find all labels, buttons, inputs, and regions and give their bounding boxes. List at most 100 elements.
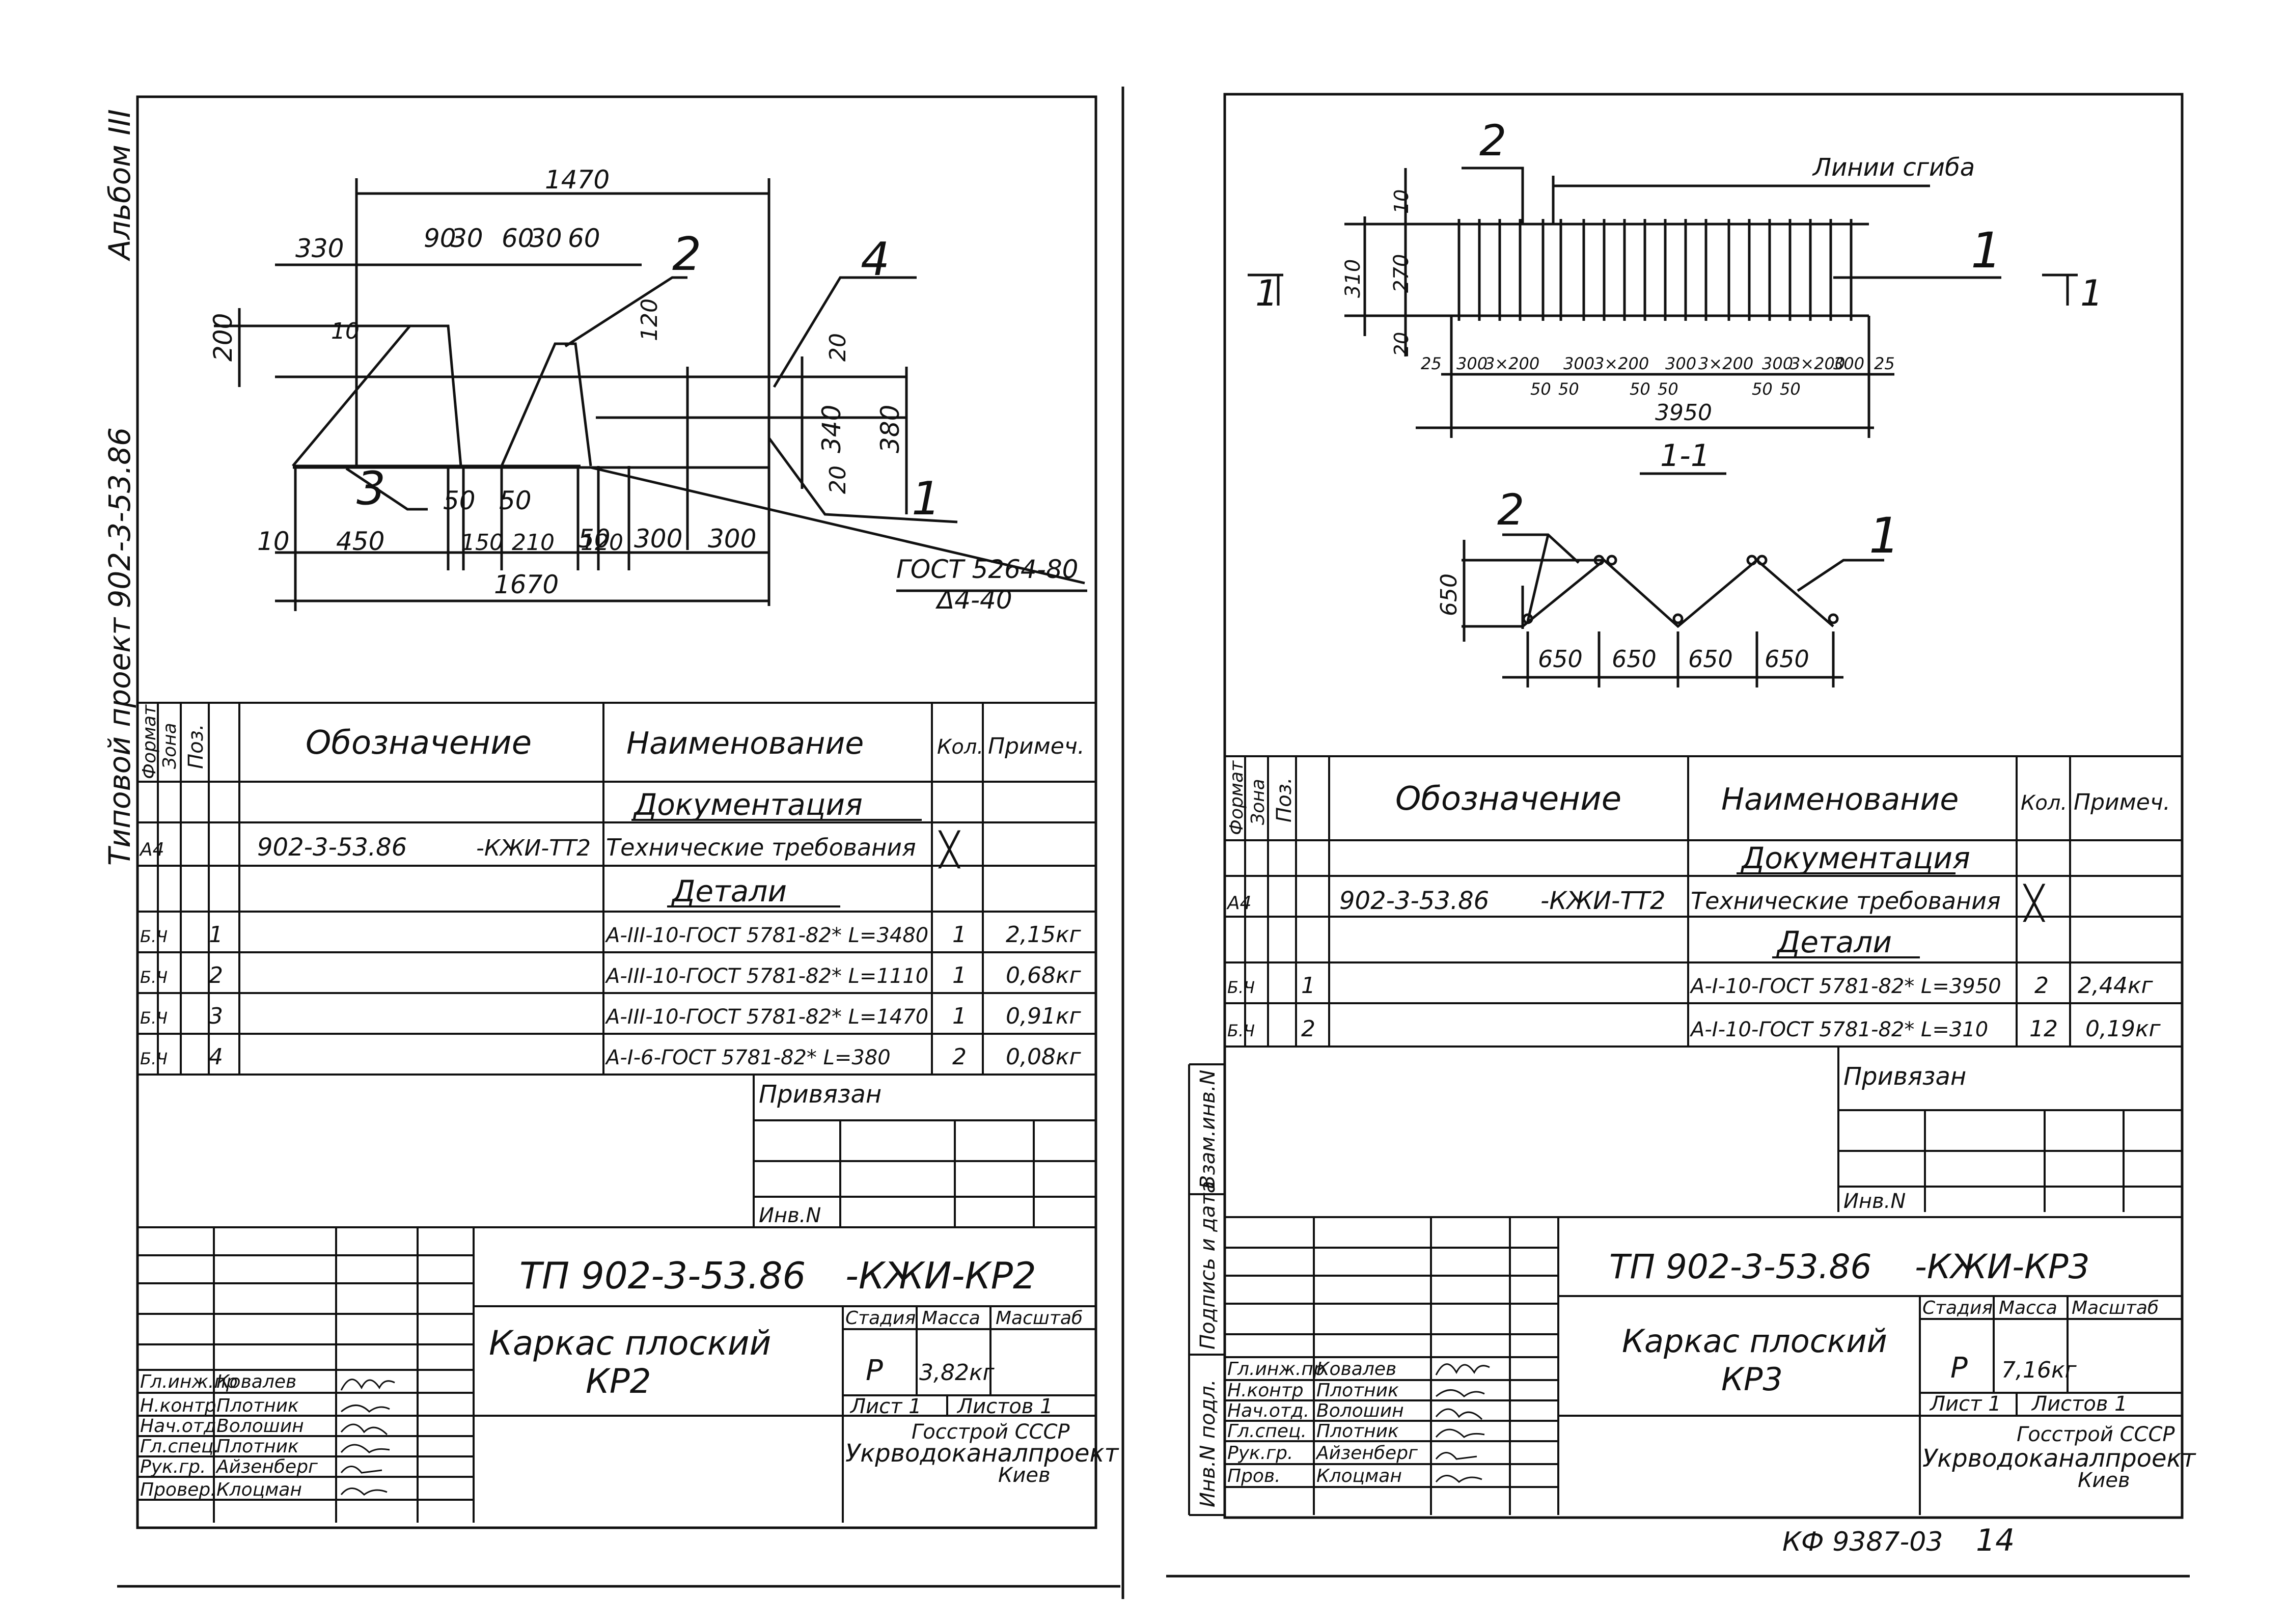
kr3-name-6: Клоцман bbox=[1316, 1466, 1402, 1487]
row4-note: 0,08кг bbox=[1006, 1044, 1082, 1070]
side-text-album: Альбом III bbox=[102, 109, 137, 262]
r-hdr-qty: Кол. bbox=[2021, 791, 2067, 815]
kr3-code-suffix: -КЖИ-КР3 bbox=[1915, 1247, 2090, 1286]
kr3-code: ТП 902-3-53.86 bbox=[1609, 1247, 1871, 1286]
kr3-sheets: Листов 1 bbox=[2031, 1392, 2128, 1416]
kr3-mass-label: Масса bbox=[1999, 1298, 2057, 1318]
kr2-org-3: Киев bbox=[998, 1464, 1051, 1487]
dim-10-top: 10 bbox=[331, 318, 360, 344]
doc-designation: 902-3-53.86 bbox=[257, 833, 407, 862]
side-label-strip bbox=[1188, 1063, 1225, 1516]
kr3-role-3: Нач.отд. bbox=[1227, 1400, 1309, 1421]
dim-300b: 300 bbox=[708, 524, 756, 554]
r-row2-note: 0,19кг bbox=[2085, 1016, 2161, 1042]
row4-name: А-I-6-ГОСТ 5781-82* L=380 bbox=[604, 1046, 891, 1069]
privyazan-label: Привязан bbox=[759, 1080, 882, 1109]
dim-270-r: 270 bbox=[1390, 254, 1413, 293]
section-label-1-1: 1-1 bbox=[1660, 438, 1710, 474]
section-doc: Документация bbox=[632, 787, 863, 822]
label-2-top: 2 bbox=[1479, 116, 1506, 166]
plan-dim-25a: 25 bbox=[1421, 354, 1442, 373]
r-row2-pos: 2 bbox=[1301, 1016, 1315, 1042]
section-1-1-drawing bbox=[1462, 533, 1884, 687]
kr3-name-1: Ковалев bbox=[1316, 1359, 1396, 1380]
kr2-name-2: Плотник bbox=[216, 1395, 299, 1416]
r-section-parts: Детали bbox=[1776, 925, 1892, 959]
kr3-sheet: Лист 1 bbox=[1929, 1392, 2001, 1416]
kr2-name-3: Волошин bbox=[216, 1416, 304, 1437]
kr3-title-text: ТП 902-3-53.86 -КЖИ-КР3 Каркас плоский К… bbox=[1227, 1247, 2197, 1492]
row2-qty: 1 bbox=[952, 962, 967, 988]
kr2-title-2: КР2 bbox=[586, 1362, 651, 1401]
kr3-scale-label: Масштаб bbox=[2072, 1298, 2159, 1318]
dim-60a: 60 bbox=[502, 224, 534, 253]
r-hdr-name: Наименование bbox=[1721, 782, 1959, 817]
r-inv-n-label: Инв.N bbox=[1843, 1190, 1906, 1213]
inv-n-label: Инв.N bbox=[759, 1204, 821, 1227]
kr3-org-3: Киев bbox=[2078, 1469, 2130, 1492]
kr2-role-6: Провер. bbox=[140, 1479, 216, 1500]
r-doc-format: А4 bbox=[1226, 893, 1252, 914]
weld-note-size: Δ4-40 bbox=[935, 585, 1012, 615]
dim-50c: 50 bbox=[578, 524, 611, 554]
left-sheet: Альбом III Типовой проект 902-3-53.86 bbox=[102, 87, 1124, 1599]
r-row1-name: А-I-10-ГОСТ 5781-82* L=3950 bbox=[1689, 975, 2001, 998]
kr3-role-4: Гл.спец. bbox=[1227, 1421, 1307, 1442]
row3-name: А-III-10-ГОСТ 5781-82* L=1470 bbox=[604, 1005, 928, 1029]
signature bbox=[340, 1466, 382, 1474]
dim-20-right-top: 20 bbox=[825, 333, 851, 362]
kr2-mass: 3,82кг bbox=[919, 1360, 995, 1386]
signature bbox=[340, 1379, 395, 1391]
r-doc-name: Технические требования bbox=[1691, 887, 2001, 915]
kr3-title-block bbox=[1225, 1216, 2182, 1515]
section-label-2: 2 bbox=[1497, 485, 1524, 535]
kr3-mass: 7,16кг bbox=[2001, 1357, 2077, 1383]
dim-150: 150 bbox=[461, 530, 504, 556]
hdr-format: Формат bbox=[139, 704, 160, 779]
r-row2-qty: 12 bbox=[2029, 1016, 2058, 1042]
kr2-mass-label: Масса bbox=[922, 1308, 980, 1329]
kr2-sheet: Лист 1 bbox=[849, 1395, 922, 1418]
plan-dim-3x200b: 3×200 bbox=[1594, 354, 1649, 373]
row1-note: 2,15кг bbox=[1006, 922, 1082, 948]
callout-2: 2 bbox=[672, 228, 701, 281]
right-sheet: Инв.N подл. Подпись и дата Взам.инв.N bbox=[1166, 93, 2197, 1578]
dim-30a: 30 bbox=[451, 224, 483, 253]
kr3-org-1: Госстрой СССР bbox=[2017, 1423, 2175, 1446]
row2-format: Б.Ч bbox=[140, 968, 168, 987]
hdr-designation: Обозначение bbox=[306, 724, 532, 762]
kr2-spec-text: Формат Зона Поз. Обозначение Наименовани… bbox=[139, 704, 1085, 1227]
dim-20-right-bottom: 20 bbox=[825, 465, 851, 494]
dim-650-a: 650 bbox=[1538, 645, 1583, 673]
section-mark-right: 1 bbox=[2080, 272, 2103, 314]
row2-note: 0,68кг bbox=[1006, 962, 1082, 988]
weld-note-gost: ГОСТ 5264-80 bbox=[896, 555, 1078, 584]
r-row1-pos: 1 bbox=[1301, 973, 1315, 999]
kr2-spec-rows: Б.Ч 1 А-III-10-ГОСТ 5781-82* L=3480 1 2,… bbox=[140, 922, 1082, 1070]
plan-dim-3x200c: 3×200 bbox=[1698, 354, 1753, 373]
signature bbox=[340, 1488, 388, 1496]
signature bbox=[1435, 1363, 1490, 1375]
kr2-scale-label: Масштаб bbox=[996, 1308, 1083, 1329]
kr3-role-2: Н.контр bbox=[1227, 1380, 1304, 1401]
row2-name: А-III-10-ГОСТ 5781-82* L=1110 bbox=[604, 965, 928, 988]
doc-designation-suffix: -КЖИ-ТТ2 bbox=[476, 835, 591, 861]
side-text-project: Типовой проект 902-3-53.86 bbox=[102, 427, 137, 866]
kr3-role-6: Пров. bbox=[1227, 1466, 1281, 1487]
kr2-title-1: Каркас плоский bbox=[489, 1324, 771, 1363]
row3-format: Б.Ч bbox=[140, 1008, 168, 1028]
frame-kr2-drawing bbox=[214, 178, 1087, 611]
dim-120b: 120 bbox=[581, 530, 623, 556]
r-hdr-pos: Поз. bbox=[1273, 777, 1296, 822]
row1-qty: 1 bbox=[952, 922, 967, 948]
plan-dim-50b: 50 bbox=[1558, 379, 1579, 399]
row4-pos: 4 bbox=[209, 1044, 223, 1070]
row4-qty: 2 bbox=[952, 1044, 967, 1070]
bend-lines-label: Линии сгиба bbox=[1812, 153, 1975, 182]
footer-code: КФ 9387-03 bbox=[1782, 1527, 1943, 1557]
callout-1: 1 bbox=[912, 472, 941, 526]
row3-qty: 1 bbox=[952, 1003, 967, 1029]
kr3-spec-text: Формат Зона Поз. Обозначение Наименовани… bbox=[1226, 760, 2170, 1213]
dim-50b: 50 bbox=[499, 486, 532, 515]
dim-300a: 300 bbox=[634, 524, 682, 554]
